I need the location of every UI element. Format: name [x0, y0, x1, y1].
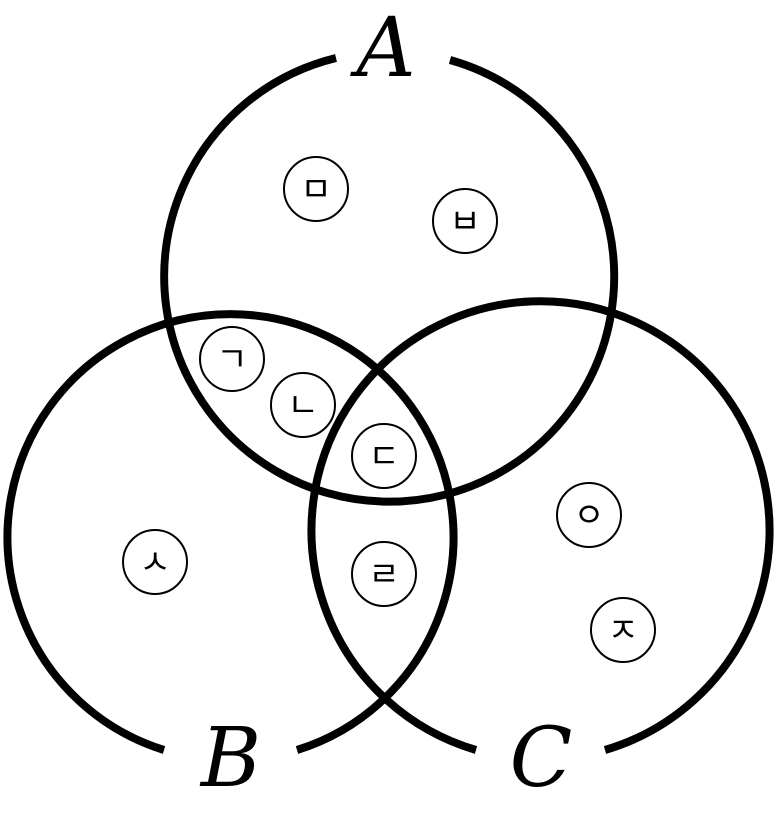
set-a-circle — [160, 54, 619, 506]
set-c-label: C — [510, 711, 573, 806]
element-r-glyph: ㄹ — [368, 555, 399, 595]
set-b-label: B — [199, 711, 261, 806]
element-j-marker: ㅈ — [590, 597, 656, 663]
element-o-marker: ㅇ — [556, 482, 622, 548]
element-d-glyph: ㄷ — [368, 437, 399, 477]
element-m-marker: ㅁ — [283, 156, 349, 222]
set-b-circle — [3, 310, 458, 754]
element-g-glyph: ㄱ — [216, 340, 247, 380]
element-g-marker: ㄱ — [199, 326, 265, 392]
element-s-marker: ㅅ — [122, 529, 188, 595]
set-a-label: A — [349, 1, 415, 96]
set-c-circle — [307, 297, 774, 754]
element-o-glyph: ㅇ — [573, 496, 604, 536]
element-d-marker: ㄷ — [351, 423, 417, 489]
element-j-glyph: ㅈ — [607, 611, 638, 651]
element-r-marker: ㄹ — [351, 541, 417, 607]
element-b-marker: ㅂ — [432, 188, 498, 254]
element-m-glyph: ㅁ — [300, 170, 331, 210]
element-b-glyph: ㅂ — [449, 202, 480, 242]
element-n-glyph: ㄴ — [287, 386, 318, 426]
element-s-glyph: ㅅ — [139, 543, 170, 583]
element-n-marker: ㄴ — [270, 372, 336, 438]
